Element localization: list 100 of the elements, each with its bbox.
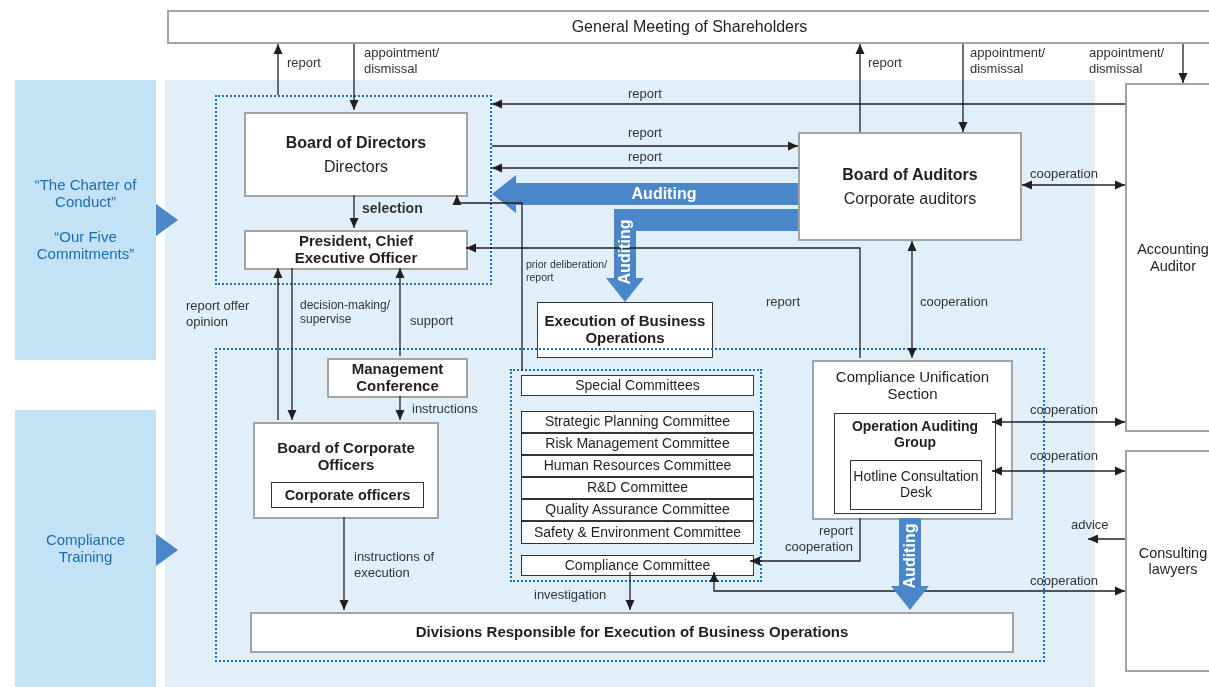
edge-label: prior deliberation/ report bbox=[526, 258, 609, 284]
box-title: General Meeting of Shareholders bbox=[571, 18, 808, 36]
box-title: Special Committees bbox=[575, 377, 700, 394]
block-arrow bbox=[492, 175, 798, 213]
box-title: Board of Auditors bbox=[842, 165, 978, 184]
box-title: Hotline Consultation Desk bbox=[853, 469, 979, 501]
box-title: Human Resources Committee bbox=[543, 458, 732, 474]
arrow bbox=[273, 43, 283, 96]
box-title: Board of Corporate Officers bbox=[276, 440, 416, 474]
arrow bbox=[958, 43, 968, 133]
box-subtitle: “Our Five Commitments” bbox=[35, 229, 136, 263]
committee-row bbox=[521, 499, 754, 521]
box-title: Board of Directors bbox=[285, 133, 427, 152]
org-box bbox=[253, 422, 439, 519]
committee-row bbox=[521, 375, 754, 396]
box-title: R&D Committee bbox=[586, 480, 689, 496]
edge-label: report offer opinion bbox=[186, 298, 251, 330]
box-subtitle: Directors bbox=[324, 157, 388, 176]
box-title: Execution of Business Operations bbox=[543, 313, 707, 347]
edge-label: cooperation bbox=[1030, 573, 1099, 589]
edge-label: Auditing bbox=[615, 219, 635, 285]
arrow bbox=[1021, 180, 1126, 190]
arrow bbox=[1087, 534, 1126, 544]
arrow bbox=[349, 43, 359, 111]
box-title: Compliance Unification Section bbox=[834, 369, 991, 403]
box-title: Divisions Responsible for Execution of Business Operations bbox=[415, 624, 849, 641]
edge-label: investigation bbox=[534, 587, 608, 603]
box-title: Quality Assurance Committee bbox=[545, 502, 730, 518]
edge-label: advice bbox=[1071, 517, 1110, 533]
edge-label: report bbox=[627, 149, 663, 165]
org-box bbox=[798, 132, 1022, 241]
arrow bbox=[991, 417, 1126, 427]
arrow bbox=[907, 240, 917, 359]
arrow bbox=[491, 99, 1126, 109]
org-box bbox=[850, 460, 982, 510]
arrow bbox=[491, 163, 799, 173]
committee-row bbox=[521, 433, 754, 455]
edge-label: support bbox=[410, 313, 455, 329]
org-box bbox=[327, 358, 468, 398]
info-panel bbox=[15, 80, 156, 360]
edge-label: report bbox=[627, 86, 663, 102]
arrow bbox=[349, 194, 359, 229]
box-title: Compliance Committee bbox=[564, 557, 711, 574]
edge-label: report bbox=[287, 55, 322, 71]
edge-label: appointment/ dismissal bbox=[970, 45, 1047, 77]
edge-label: cooperation bbox=[920, 294, 989, 310]
edge-label: cooperation bbox=[1030, 166, 1099, 182]
edge-label: report bbox=[868, 55, 903, 71]
committee-row bbox=[521, 477, 754, 499]
arrow bbox=[452, 194, 523, 372]
arrow bbox=[339, 516, 349, 611]
edge-label: appointment/ dismissal bbox=[364, 45, 441, 77]
arrow bbox=[395, 395, 405, 421]
edge-label: selection bbox=[362, 200, 424, 217]
box-title: Compliance Training bbox=[44, 531, 127, 566]
dotted-group bbox=[215, 95, 492, 285]
arrow bbox=[749, 517, 861, 566]
box-title: Corporate officers bbox=[284, 486, 411, 504]
box-title: Operation Auditing Group bbox=[850, 419, 980, 451]
org-box bbox=[537, 302, 713, 358]
org-box bbox=[244, 230, 468, 270]
dotted-group bbox=[510, 369, 762, 582]
box-title: Risk Management Committee bbox=[545, 436, 730, 452]
committee-row bbox=[521, 555, 754, 576]
edge-label: Auditing bbox=[631, 184, 697, 204]
arrow bbox=[855, 43, 865, 133]
box-title: Safety & Environment Committee bbox=[534, 524, 741, 541]
committee-row bbox=[521, 521, 754, 544]
box-title: Consulting lawyers bbox=[1137, 544, 1209, 578]
block-arrow bbox=[606, 209, 798, 302]
box-subtitle: Corporate auditors bbox=[843, 189, 977, 208]
arrow bbox=[491, 141, 799, 151]
box-title: Accounting Auditor bbox=[1136, 241, 1209, 274]
box-title: “The Charter of Conduct” bbox=[33, 177, 138, 211]
box-title: Management Conference bbox=[350, 361, 445, 395]
edge-label: decision-making/ supervise bbox=[300, 298, 392, 327]
edge-label: instructions bbox=[412, 401, 479, 417]
arrow bbox=[709, 571, 1126, 596]
edge-label: report cooperation bbox=[784, 523, 853, 555]
org-box bbox=[834, 413, 996, 514]
org-box bbox=[1125, 450, 1209, 672]
edge-label: report bbox=[627, 125, 663, 141]
edge-label: Auditing bbox=[900, 523, 920, 589]
org-box bbox=[812, 360, 1013, 520]
org-box bbox=[167, 10, 1209, 44]
org-box bbox=[1125, 83, 1209, 432]
arrow bbox=[991, 466, 1126, 476]
edge-label: cooperation bbox=[1030, 448, 1099, 464]
edge-label: report bbox=[765, 294, 800, 310]
arrow bbox=[273, 267, 283, 421]
edge-label: cooperation bbox=[1030, 402, 1099, 418]
edge-label: appointment/ dismissal bbox=[1089, 45, 1166, 77]
arrow bbox=[287, 267, 297, 421]
block-arrow bbox=[891, 518, 929, 610]
org-box bbox=[271, 482, 424, 508]
arrow bbox=[1178, 43, 1188, 84]
info-panel bbox=[15, 410, 156, 687]
arrow bbox=[465, 243, 861, 359]
org-box bbox=[244, 112, 468, 197]
edge-label: instructions of execution bbox=[354, 549, 436, 581]
